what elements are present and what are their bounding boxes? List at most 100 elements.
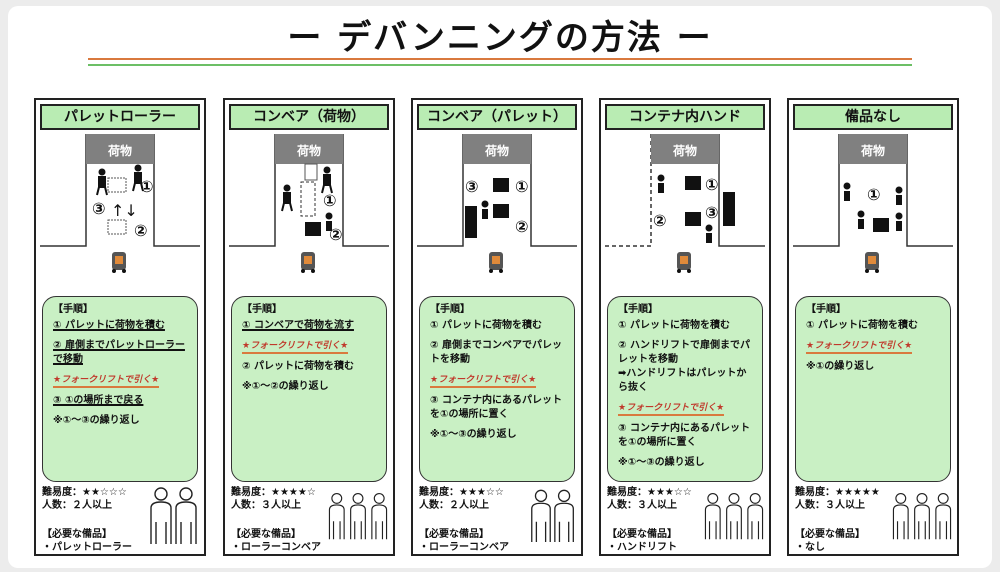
method-header: コンベア（パレット） bbox=[417, 104, 577, 130]
conveyor-icon bbox=[300, 181, 316, 217]
svg-text:③: ③ bbox=[92, 199, 106, 218]
method-diagram: 荷物 ① ③ ↑↓ ② bbox=[36, 134, 204, 296]
procedure-step: ① コンベアで荷物を流す bbox=[242, 320, 354, 331]
svg-text:②: ② bbox=[134, 221, 148, 240]
method-diagram: 荷物 ③ ① ② bbox=[413, 134, 581, 296]
person-icon bbox=[325, 212, 333, 231]
difficulty-stars: ★★★★☆ bbox=[271, 487, 316, 498]
procedure-step: ① パレットに荷物を積む bbox=[430, 320, 542, 331]
person-icon bbox=[481, 200, 489, 219]
procedure-box: 【手順】 ① パレットに荷物を積む ★フォークリフトで引く★ ※①の繰り返し bbox=[795, 296, 951, 482]
procedure-step: ① パレットに荷物を積む bbox=[53, 320, 165, 331]
forklift-note: ★フォークリフトで引く★ bbox=[430, 374, 537, 388]
people-count: ３人以上 bbox=[825, 500, 865, 511]
cargo-block bbox=[86, 134, 154, 164]
difficulty-stars: ★★★☆☆ bbox=[459, 487, 504, 498]
people-count: ３人以上 bbox=[261, 500, 301, 511]
pallet-icon bbox=[685, 176, 701, 190]
svg-text:②: ② bbox=[329, 225, 343, 244]
method-card-pallet-roller: パレットローラー 荷物 ① ③ ↑↓ ② 【手順】 ① パレットに荷物を積む ② bbox=[34, 98, 206, 556]
pallet-roller-icon bbox=[107, 219, 127, 235]
procedure-step: ② パレットに荷物を積む bbox=[242, 361, 354, 372]
svg-text:荷物: 荷物 bbox=[860, 143, 885, 158]
method-card-container-hand: コンテナ内ハンド 荷物 ① ② ③ 【手順】 ① パレットに荷物を積む ② ハン bbox=[599, 98, 771, 556]
method-diagram: 荷物 ① bbox=[789, 134, 957, 296]
person-icon bbox=[857, 210, 865, 229]
svg-text:②: ② bbox=[653, 211, 667, 230]
procedure-step: ※①～②の繰り返し bbox=[242, 381, 329, 392]
title-underline-green bbox=[88, 64, 912, 66]
method-header: 備品なし bbox=[793, 104, 953, 130]
svg-text:荷物: 荷物 bbox=[484, 143, 509, 158]
method-meta: 難易度：★★★★★ 人数：３人以上 【必要な備品】 ・なし bbox=[795, 486, 905, 554]
svg-text:荷物: 荷物 bbox=[672, 143, 697, 158]
person-icon bbox=[96, 168, 108, 196]
person-outline-icon bbox=[150, 487, 172, 544]
pallet-icon bbox=[465, 206, 477, 238]
procedure-step: ③ ①の場所まで戻る bbox=[53, 395, 144, 406]
procedure-title: 【手順】 bbox=[53, 304, 93, 315]
forklift-icon bbox=[489, 252, 503, 273]
people-icons bbox=[891, 486, 953, 550]
svg-text:③: ③ bbox=[705, 203, 719, 222]
page-title: ー デバンニングの方法 ー bbox=[287, 18, 713, 58]
procedure-step: ② 扉側までパレットローラーで移動 bbox=[53, 340, 185, 365]
svg-text:①: ① bbox=[515, 177, 529, 196]
pallet-icon bbox=[305, 222, 321, 236]
forklift-note: ★フォークリフトで引く★ bbox=[53, 374, 160, 388]
svg-text:①: ① bbox=[705, 175, 719, 194]
forklift-icon bbox=[677, 252, 691, 273]
procedure-step: ※①～③の繰り返し bbox=[618, 457, 705, 468]
procedure-box: 【手順】 ① パレットに荷物を積む ② 扉側までパレットローラーで移動 ★フォー… bbox=[42, 296, 198, 482]
person-icon bbox=[321, 166, 333, 194]
svg-text:②: ② bbox=[515, 217, 529, 236]
equipment-item: ・ローラーコンベア bbox=[419, 542, 509, 553]
forklift-note: ★フォークリフトで引く★ bbox=[618, 402, 725, 416]
equipment-item: ・ハンドリフト bbox=[607, 542, 677, 553]
person-icon bbox=[895, 186, 903, 205]
method-card-conveyor-cargo: コンベア（荷物） 荷物 ① ② 【手順】 ① コンベアで荷物を流す ★フォーク bbox=[223, 98, 395, 556]
pallet-icon bbox=[685, 212, 701, 226]
person-icon bbox=[132, 164, 144, 192]
procedure-box: 【手順】 ① パレットに荷物を積む ② 扉側までコンベアでパレットを移動 ★フォ… bbox=[419, 296, 575, 482]
person-icon bbox=[843, 182, 851, 201]
people-icons bbox=[529, 486, 577, 550]
forklift-icon bbox=[301, 252, 315, 273]
people-icons bbox=[148, 486, 200, 550]
difficulty-stars: ★★★☆☆ bbox=[647, 487, 692, 498]
method-diagram: 荷物 ① ② ③ bbox=[601, 134, 769, 296]
svg-text:③: ③ bbox=[465, 177, 479, 196]
method-meta: 難易度：★★☆☆☆ 人数：２人以上 【必要な備品】 ・パレットローラー bbox=[42, 486, 152, 554]
people-count: ２人以上 bbox=[72, 500, 112, 511]
equipment-item: ・なし bbox=[795, 542, 825, 553]
svg-text:①: ① bbox=[867, 185, 881, 204]
svg-text:荷物: 荷物 bbox=[296, 143, 321, 158]
procedure-box: 【手順】 ① パレットに荷物を積む ② ハンドリフトで扉側までパレットを移動 ➡… bbox=[607, 296, 763, 482]
person-icon bbox=[281, 184, 293, 212]
infographic-sheet: ー デバンニングの方法 ー パレットローラー 荷物 ① ③ ↑↓ ② 【 bbox=[8, 6, 992, 568]
person-icon bbox=[657, 174, 665, 193]
procedure-step: ➡ハンドリフトはパレットから抜く bbox=[618, 368, 747, 393]
equipment-item: ・パレットローラー bbox=[42, 542, 132, 553]
method-header: コンテナ内ハンド bbox=[605, 104, 765, 130]
cargo-label: 荷物 bbox=[107, 143, 132, 158]
procedure-step: ③ コンテナ内にあるパレットを①の場所に置く bbox=[430, 395, 562, 420]
procedure-step: ① パレットに荷物を積む bbox=[806, 320, 918, 331]
procedure-step: ② 扉側までコンベアでパレットを移動 bbox=[430, 340, 562, 365]
person-outline-icon bbox=[175, 487, 197, 544]
procedure-box: 【手順】 ① コンベアで荷物を流す ★フォークリフトで引く★ ② パレットに荷物… bbox=[231, 296, 387, 482]
forklift-note: ★フォークリフトで引く★ bbox=[806, 340, 913, 354]
person-icon bbox=[895, 212, 903, 231]
procedure-step: ※①～③の繰り返し bbox=[53, 415, 140, 426]
svg-text:①: ① bbox=[140, 177, 154, 196]
pallet-icon bbox=[873, 218, 889, 232]
procedure-step: ③ コンテナ内にあるパレットを①の場所に置く bbox=[618, 423, 750, 448]
people-count: ２人以上 bbox=[449, 500, 489, 511]
procedure-step: ② ハンドリフトで扉側までパレットを移動 bbox=[618, 340, 750, 365]
equipment-item: ・ローラーコンベア bbox=[231, 542, 321, 553]
forklift-icon bbox=[865, 252, 879, 273]
forklift-note: ★フォークリフトで引く★ bbox=[242, 340, 349, 354]
title-underline-orange bbox=[88, 58, 912, 60]
method-card-conveyor-pallet: コンベア（パレット） 荷物 ③ ① ② 【手順】 ① パレットに荷物を積む ② … bbox=[411, 98, 583, 556]
method-meta: 難易度：★★★☆☆ 人数：２人以上 【必要な備品】 ・ローラーコンベア bbox=[419, 486, 529, 554]
